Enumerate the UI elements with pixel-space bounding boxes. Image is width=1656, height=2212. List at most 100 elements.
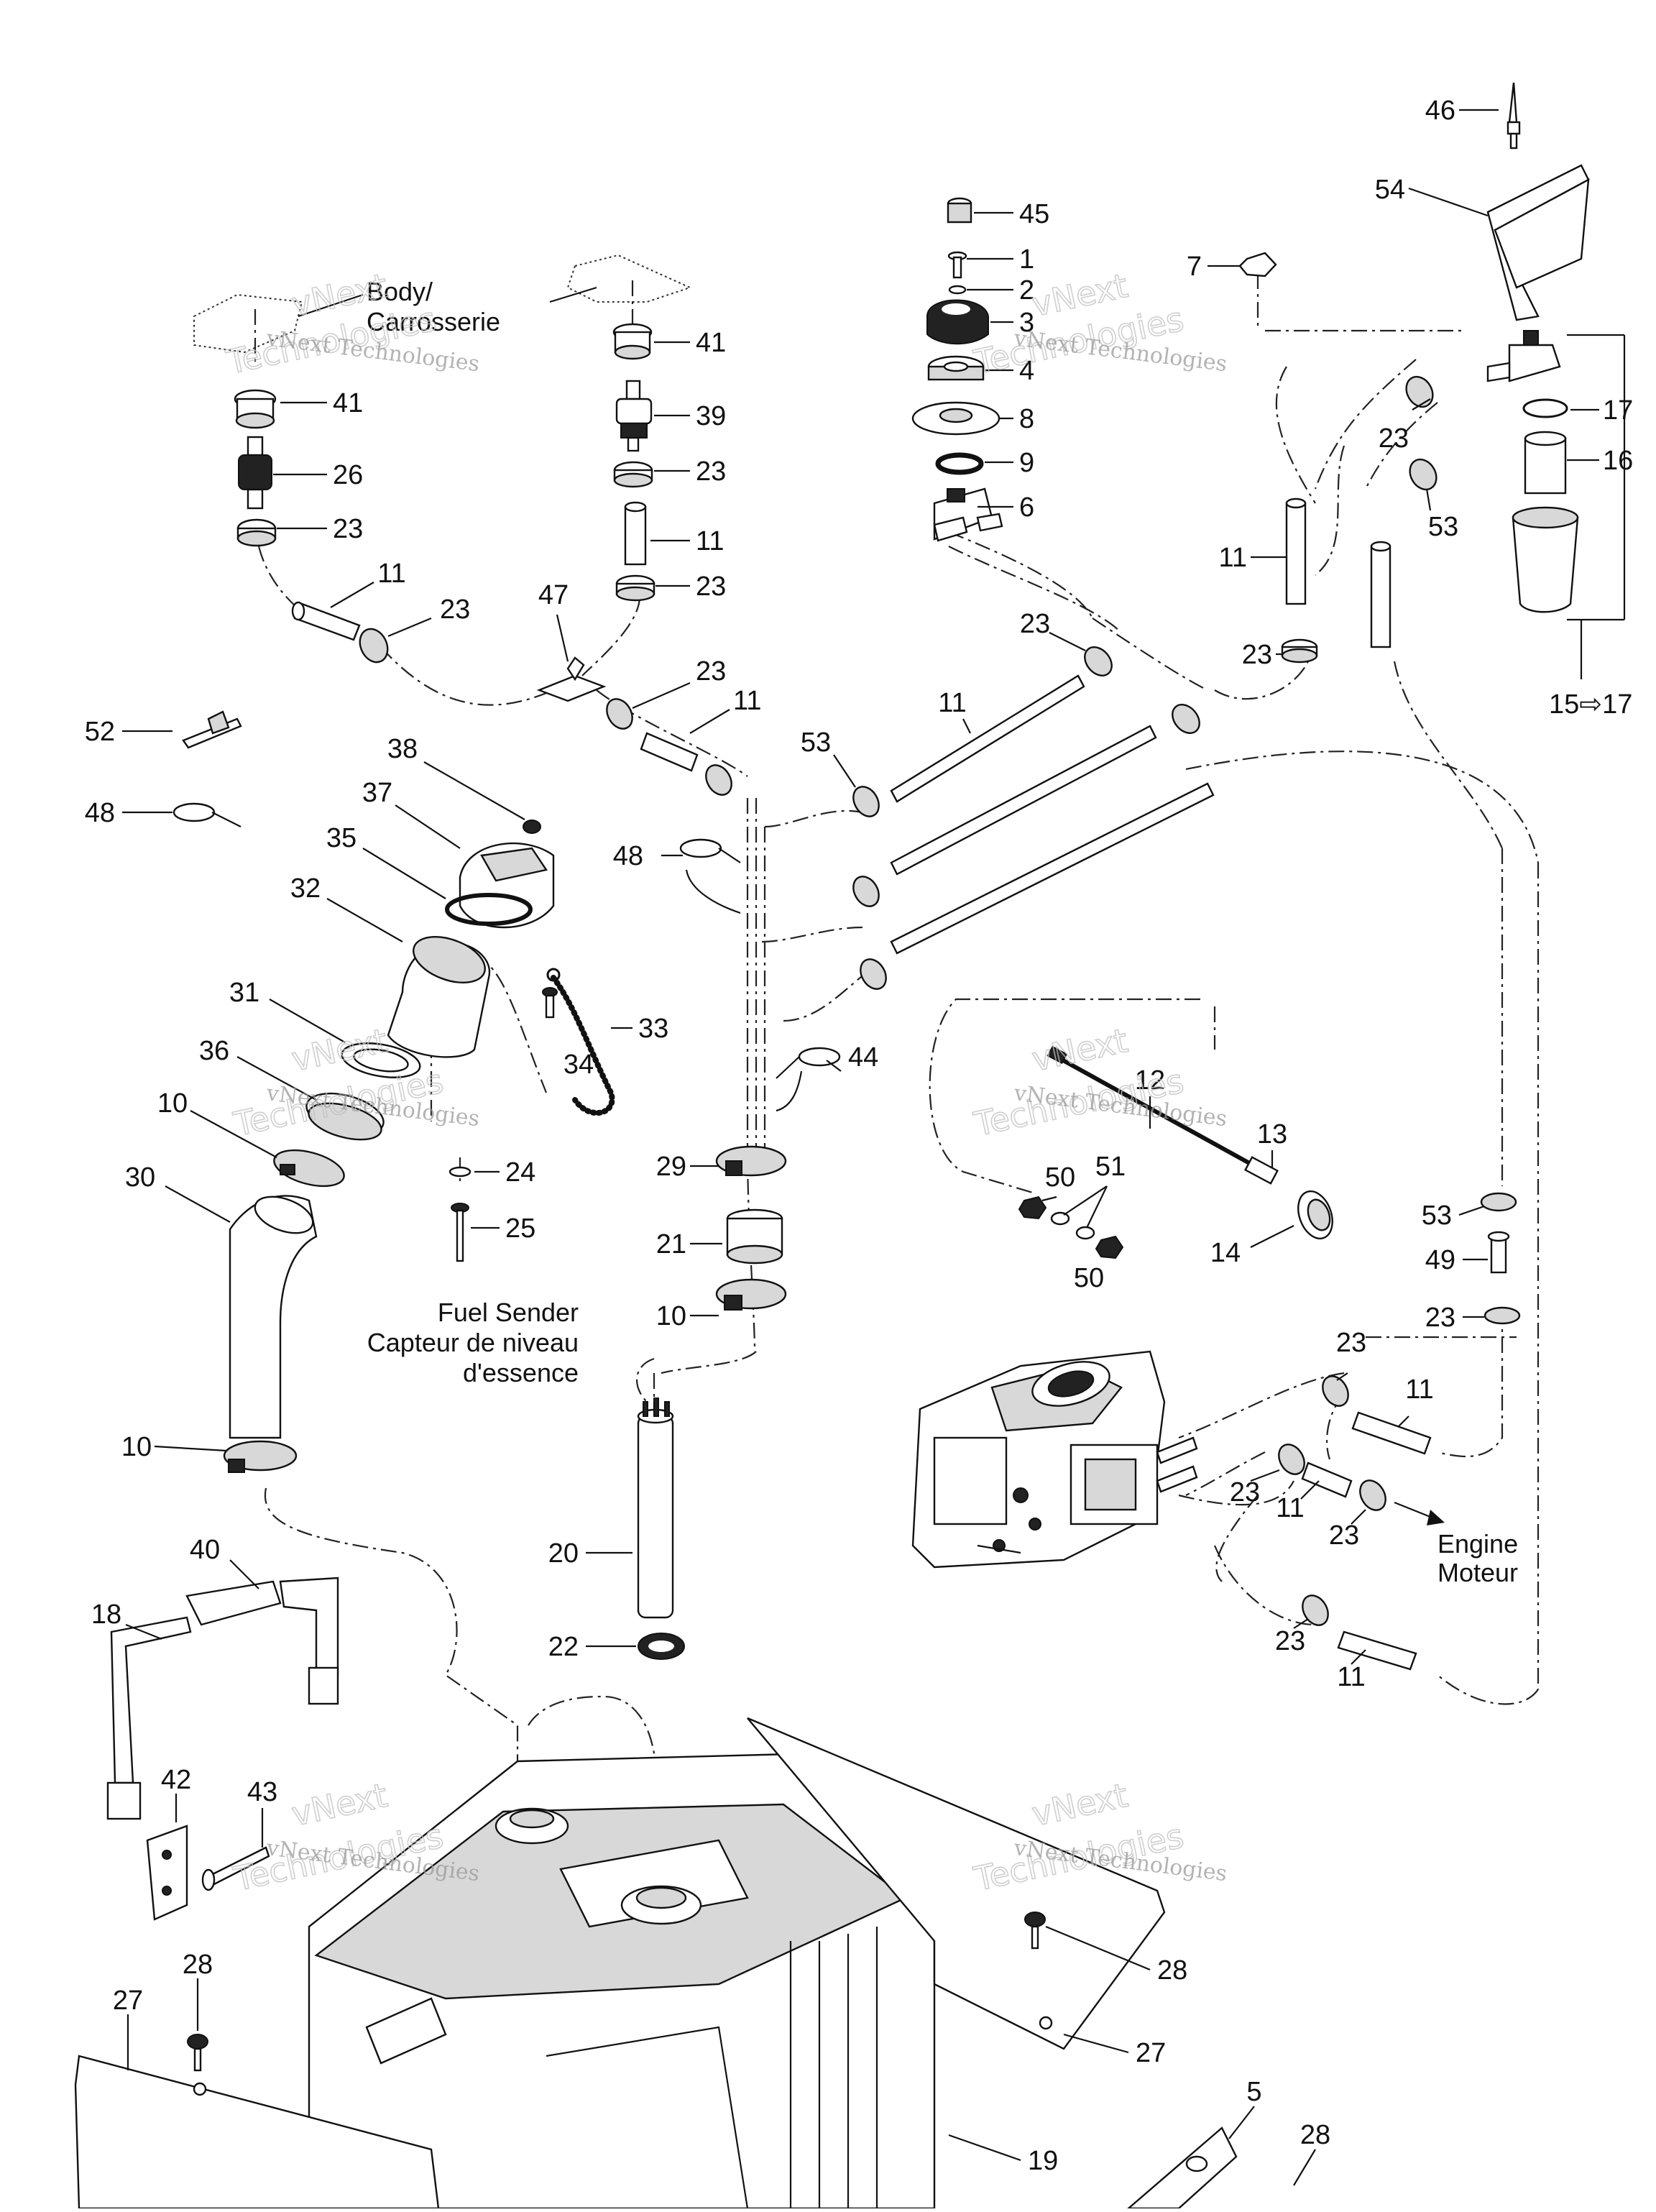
clamp-23-j [1322,1375,1349,1407]
hose-clip-52 [182,710,242,749]
nut-36 [305,1092,385,1141]
clamp-29 [715,1145,787,1177]
callout-48-b: 48 [613,841,643,871]
callout-11-vert: 11 [1219,543,1247,573]
callout-28-bottom: 28 [1300,2120,1330,2150]
callout-3: 3 [1019,308,1034,338]
nut-50-b [1095,1235,1124,1259]
filter-head-15 [1486,330,1561,382]
fitting-49 [1487,1231,1510,1274]
tie-wrap-48-a [172,802,242,827]
clamp-23-b [359,628,389,664]
vent-fitting-41-left [234,389,277,429]
clamp-23-c [613,461,653,488]
hose-11-carb-a [1351,1411,1432,1455]
nut-7 [1238,252,1277,277]
clamp-10-b [223,1440,298,1473]
hose-11-vert-b [1370,541,1392,648]
washer-51-a [1050,1211,1070,1226]
callout-23-i: 23 [1242,640,1272,670]
callout-31: 31 [229,978,259,1008]
tee-fitting-47 [536,656,607,702]
callout-5: 5 [1246,2077,1261,2107]
clamp-23-k [1278,1444,1305,1475]
screw-28-left [187,2034,208,2072]
screw-28-right [1024,1912,1046,1950]
callout-17: 17 [1603,395,1633,426]
callout-11-a: 11 [377,559,405,589]
filter-element-16 [1524,431,1567,495]
callout-23-d: 23 [696,572,726,602]
callout-40: 40 [190,1535,220,1565]
strap-40 [185,1577,339,1705]
bolt-46 [1506,82,1521,150]
callout-48-a: 48 [85,798,115,828]
callout-11-carb-b: 11 [1276,1493,1304,1523]
elbow-hose-30 [229,1195,318,1439]
clamp-23-n [1484,1306,1521,1325]
callouts: 46 54 7 17 16 15⇨17 23 53 11 23 45 1 2 3… [85,96,1633,2186]
cable-housing-13 [1244,1156,1279,1185]
callout-10-b: 10 [121,1432,152,1462]
callout-50-b: 50 [1074,1263,1104,1293]
hose-11-long-1 [890,674,1085,803]
callout-15-17: 15⇨17 [1549,689,1632,720]
tie-wrap-48-b [679,838,741,914]
plate-8 [911,401,1000,436]
callout-6: 6 [1019,492,1034,523]
bracket-42 [146,1825,188,1921]
callout-23-l: 23 [1329,1520,1359,1551]
callout-44: 44 [848,1042,878,1073]
callout-47: 47 [538,580,569,610]
clamp-53-e [1409,458,1438,491]
clamp-23-d [615,574,656,602]
hose-11-long-3 [890,782,1215,955]
clamp-10-a [273,1149,345,1188]
callout-14: 14 [1210,1238,1241,1268]
knob-3 [926,299,989,345]
gasket-35 [445,893,533,926]
washer-24 [448,1166,472,1178]
callout-39: 39 [696,401,726,431]
callout-51: 51 [1095,1152,1126,1182]
svg-text:vNext: vNext [1029,1776,1131,1834]
body-mount-right [566,254,692,323]
rivet-25 [451,1203,469,1262]
callout-1: 1 [1019,244,1034,275]
callout-45: 45 [1019,199,1049,229]
callout-30: 30 [125,1162,155,1193]
callout-52: 52 [85,717,115,747]
callout-26: 26 [333,460,363,490]
rollover-valve-39 [615,380,653,452]
engine-arrow [1394,1501,1445,1525]
callout-11-carb-a: 11 [1405,1375,1433,1405]
callout-24: 24 [505,1157,535,1188]
fuel-tank [308,1753,936,2210]
grommet-21 [726,1208,783,1265]
callout-53-f: 53 [1422,1201,1452,1231]
callout-7: 7 [1187,252,1202,282]
callout-27-right: 27 [1136,2038,1166,2068]
callout-36: 36 [199,1036,229,1066]
label-carrosserie: Carrosserie [367,307,500,336]
callout-23-n: 23 [1425,1303,1455,1333]
callout-49: 49 [1425,1245,1455,1275]
callout-18: 18 [91,1600,121,1630]
callout-12: 12 [1135,1065,1165,1096]
callout-10-a: 10 [157,1088,188,1119]
callout-23-k: 23 [1230,1477,1260,1507]
callout-11-b: 11 [696,526,724,556]
callout-54: 54 [1375,175,1405,205]
label-capteur-essence: d'essence [463,1358,579,1387]
callout-10-c: 10 [656,1301,686,1331]
callout-41-left: 41 [333,388,363,418]
callout-20: 20 [548,1538,579,1569]
rivet-43 [201,1846,270,1891]
callout-23-c: 23 [696,456,726,487]
callout-23-b: 23 [440,595,470,625]
callout-43: 43 [247,1777,277,1807]
clamp-23-g [1172,704,1200,734]
clamp-53-f [1480,1192,1517,1212]
